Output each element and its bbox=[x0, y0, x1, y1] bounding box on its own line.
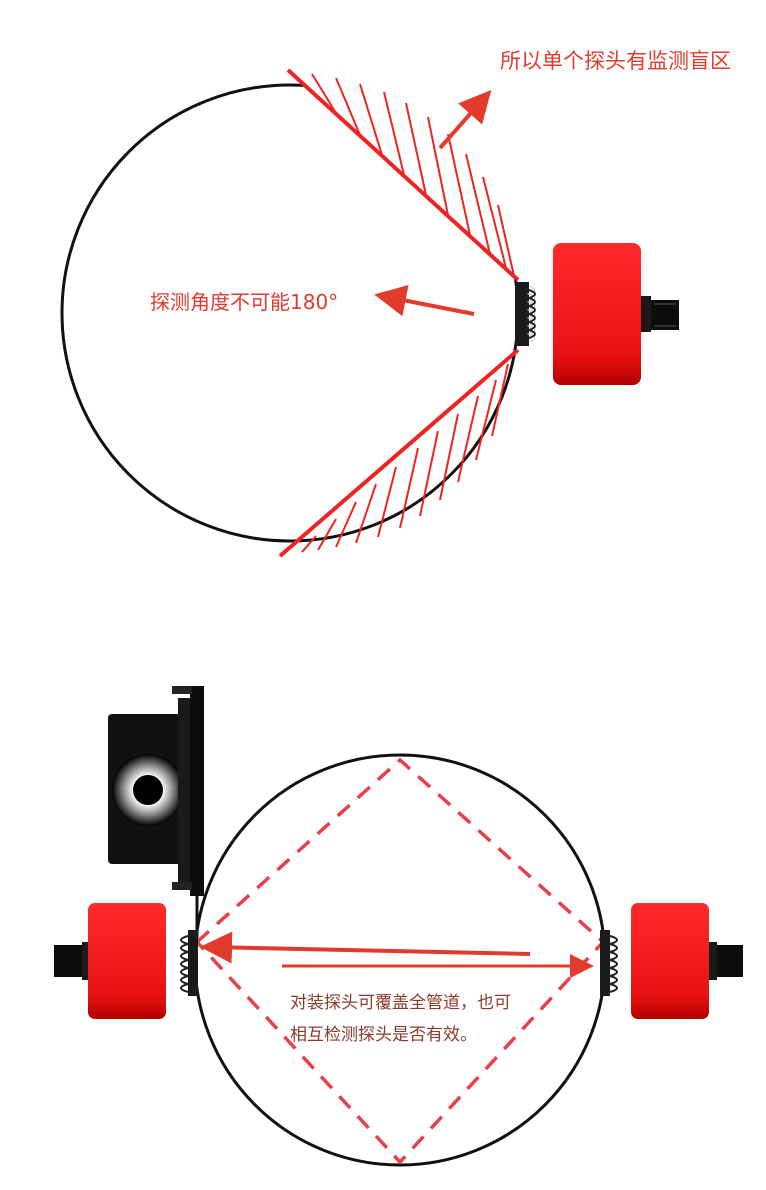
spring-coil-icon bbox=[600, 930, 618, 996]
junction-box-icon bbox=[108, 686, 204, 938]
blind-zone-annotation: 所以单个探头有监测盲区 bbox=[438, 49, 731, 150]
top-diagram: 所以单个探头有监测盲区 探测角度不可能180° bbox=[60, 49, 731, 558]
probe-body bbox=[553, 243, 641, 385]
connector-icon bbox=[54, 942, 90, 980]
connector-icon bbox=[709, 942, 743, 980]
probe-body bbox=[88, 903, 166, 1019]
arrow-icon bbox=[438, 90, 492, 150]
probe-icon bbox=[600, 903, 743, 1019]
probe-body bbox=[631, 903, 709, 1019]
angle-annotation: 探测角度不可能180° bbox=[150, 284, 475, 317]
bottom-diagram: 对装探头可覆盖全管道，也可 相互检测探头是否有效。 bbox=[54, 686, 743, 1167]
spring-coil-icon bbox=[180, 930, 198, 996]
blind-zone-upper bbox=[286, 68, 522, 282]
signal-arrows bbox=[200, 931, 594, 978]
arrow-icon bbox=[374, 284, 475, 317]
coverage-diamond bbox=[194, 757, 606, 1165]
caption-line-1: 对装探头可覆盖全管道，也可 bbox=[290, 993, 511, 1013]
caption-line-2: 相互检测探头是否有效。 bbox=[290, 1025, 477, 1045]
blind-zone-label: 所以单个探头有监测盲区 bbox=[500, 49, 731, 73]
arrow-icon bbox=[200, 931, 531, 964]
spring-coil-icon bbox=[515, 282, 536, 346]
bottom-caption: 对装探头可覆盖全管道，也可 相互检测探头是否有效。 bbox=[290, 993, 511, 1045]
connector-icon bbox=[641, 296, 679, 332]
angle-label: 探测角度不可能180° bbox=[150, 290, 338, 314]
probe-icon bbox=[515, 243, 679, 385]
pipe-circle-bottom bbox=[193, 753, 607, 1167]
probe-icon bbox=[54, 903, 198, 1019]
blind-zone-lower bbox=[278, 348, 520, 558]
